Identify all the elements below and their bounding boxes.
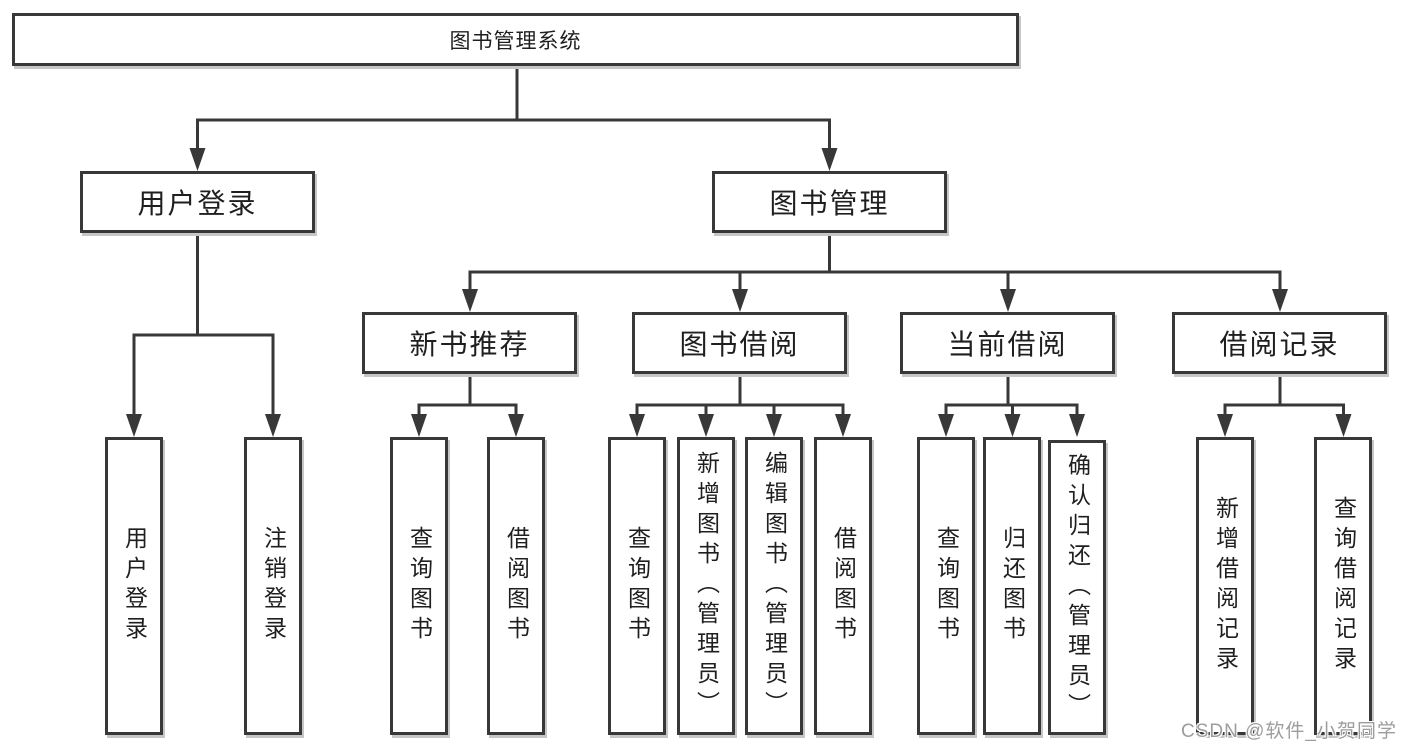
node-label: 查询借阅记录 xyxy=(1330,496,1357,676)
node-label: 用户登录 xyxy=(137,188,258,219)
arrow-down-icon xyxy=(766,414,782,437)
arrow-down-icon xyxy=(1217,414,1233,437)
arrow-down-icon xyxy=(698,414,714,437)
arrow-down-icon xyxy=(265,414,281,437)
arrow-down-icon xyxy=(1004,414,1021,437)
node-label: 借阅图书 xyxy=(503,526,530,646)
node-label: 查询图书 xyxy=(624,526,651,646)
arrow-down-icon xyxy=(821,148,838,171)
node-label: 借阅图书 xyxy=(830,526,857,646)
node-borrowing-records: 借阅记录 xyxy=(1172,312,1387,374)
arrow-down-icon xyxy=(126,414,142,437)
arrow-down-icon xyxy=(189,148,206,171)
leaf-current-query-books: 查询图书 xyxy=(917,437,975,735)
leaf-newbook-borrow-books: 借阅图书 xyxy=(487,437,545,735)
node-label: 图书管理系统 xyxy=(449,29,582,53)
leaf-current-return-books: 归还图书 xyxy=(983,437,1041,735)
node-label: 新增借阅记录 xyxy=(1212,496,1239,676)
arrow-down-icon xyxy=(938,414,954,437)
node-current-borrowing: 当前借阅 xyxy=(900,312,1115,374)
arrow-down-icon xyxy=(462,289,478,312)
arrow-down-icon xyxy=(835,414,851,437)
leaf-borrow-borrow-books: 借阅图书 xyxy=(814,437,872,735)
node-label: 图书管理 xyxy=(769,188,890,219)
node-book-borrowing: 图书借阅 xyxy=(632,312,847,374)
node-label: 用户登录 xyxy=(121,526,148,646)
node-label: 新增图书（管理员） xyxy=(693,451,720,721)
node-user-login: 用户登录 xyxy=(80,171,315,233)
node-label: 新书推荐 xyxy=(409,329,530,360)
arrow-down-icon xyxy=(1272,289,1288,312)
arrow-down-icon xyxy=(1069,414,1085,437)
leaf-current-confirm-return-admin: 确认归还（管理员） xyxy=(1048,440,1106,735)
node-label: 当前借阅 xyxy=(947,329,1068,360)
arrowheads xyxy=(126,148,1352,437)
leaf-borrow-edit-books-admin: 编辑图书（管理员） xyxy=(745,437,803,735)
arrow-down-icon xyxy=(1335,414,1352,437)
node-label: 图书借阅 xyxy=(679,329,800,360)
leaf-record-query-borrow-record: 查询借阅记录 xyxy=(1314,437,1372,735)
node-label: 借阅记录 xyxy=(1219,329,1340,360)
node-label: 确认归还（管理员） xyxy=(1064,452,1091,723)
arrow-down-icon xyxy=(1000,289,1016,312)
arrow-down-icon xyxy=(629,414,645,437)
watermark: CSDN @软件_小贺同学 xyxy=(1181,721,1397,742)
node-book-management: 图书管理 xyxy=(712,171,947,233)
connector-paths xyxy=(132,66,1345,415)
leaf-record-add-borrow-record: 新增借阅记录 xyxy=(1196,437,1254,735)
node-library-management-system: 图书管理系统 xyxy=(12,13,1019,66)
node-label: 注销登录 xyxy=(260,526,287,646)
leaf-user-login: 用户登录 xyxy=(105,437,163,735)
node-label: 编辑图书（管理员） xyxy=(761,451,788,721)
node-new-book-recommendation: 新书推荐 xyxy=(362,312,577,374)
leaf-borrow-add-books-admin: 新增图书（管理员） xyxy=(677,437,735,735)
leaf-borrow-query-books: 查询图书 xyxy=(608,437,666,735)
arrow-down-icon xyxy=(411,414,427,437)
leaf-logout: 注销登录 xyxy=(244,437,302,735)
node-label: 查询图书 xyxy=(406,526,433,646)
leaf-newbook-query-books: 查询图书 xyxy=(390,437,448,735)
node-label: 查询图书 xyxy=(933,526,960,646)
node-label: 归还图书 xyxy=(999,526,1026,646)
arrow-down-icon xyxy=(732,289,748,312)
arrow-down-icon xyxy=(508,414,524,437)
